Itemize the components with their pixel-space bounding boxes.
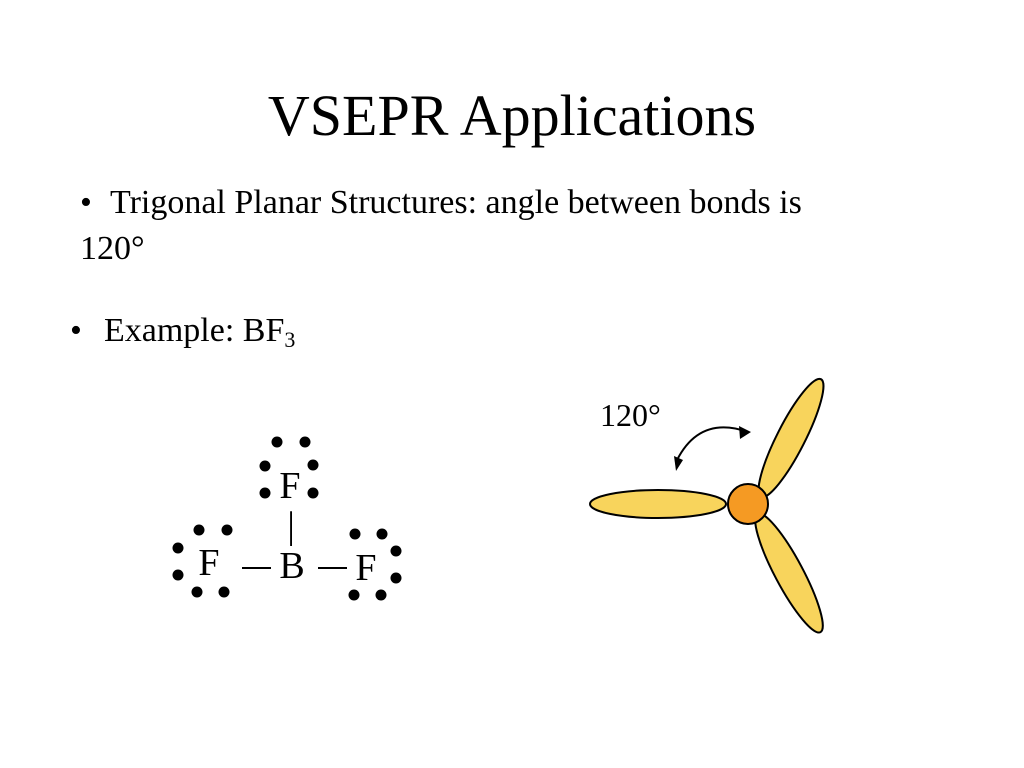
top-fluorine-atom: F <box>279 465 300 507</box>
central-atom-circle <box>727 483 769 525</box>
electron-dot <box>348 589 360 601</box>
bullet-marker: • <box>80 184 92 221</box>
bullet-marker: • <box>70 312 82 349</box>
electron-dot <box>172 542 184 554</box>
bullet-trigonal-planar: •Trigonal Planar Structures: angle betwe… <box>80 180 820 272</box>
bond-orbital-lobe-upper-right <box>757 377 825 499</box>
electron-dot <box>218 586 230 598</box>
electron-dot <box>221 524 233 536</box>
electron-dot <box>259 487 271 499</box>
electron-dot <box>376 528 388 540</box>
electron-dot <box>307 459 319 471</box>
angle-label: 120° <box>600 397 661 433</box>
electron-dot <box>349 528 361 540</box>
electron-dot <box>172 569 184 581</box>
bullet-example: • Example: BF3 <box>70 308 295 354</box>
electron-dot <box>390 572 402 584</box>
right-fluorine-lone-pairs <box>348 528 402 601</box>
electron-dot <box>259 460 271 472</box>
electron-dot <box>271 436 283 448</box>
bond-orbital-lobe-left <box>589 489 727 519</box>
angle-arc <box>676 426 749 461</box>
bullet-text: Trigonal Planar Structures: angle betwee… <box>80 184 802 267</box>
central-boron-atom: B <box>279 545 304 587</box>
electron-dot <box>299 436 311 448</box>
electron-dot <box>375 589 387 601</box>
left-fluorine-atom: F <box>198 542 219 584</box>
bond-orbital-lobe-lower-right <box>754 512 824 634</box>
lewis-structure-diagram: F | B F F <box>172 436 402 601</box>
right-fluorine-atom: F <box>355 547 376 589</box>
electron-dot <box>191 586 203 598</box>
subscript: 3 <box>284 327 296 352</box>
arrowhead-right <box>739 426 751 439</box>
electron-dot <box>193 524 205 536</box>
electron-dot <box>390 545 402 557</box>
arrowhead-left <box>674 456 683 471</box>
vertical-bond: | <box>287 505 295 547</box>
bullet-text: Example: BF <box>104 312 285 349</box>
electron-dot <box>307 487 319 499</box>
left-fluorine-lone-pairs <box>172 524 233 598</box>
trigonal-planar-orbital-diagram: 120° <box>589 377 825 634</box>
slide-title: VSEPR Applications <box>267 83 757 148</box>
top-fluorine-lone-pairs <box>259 436 319 499</box>
